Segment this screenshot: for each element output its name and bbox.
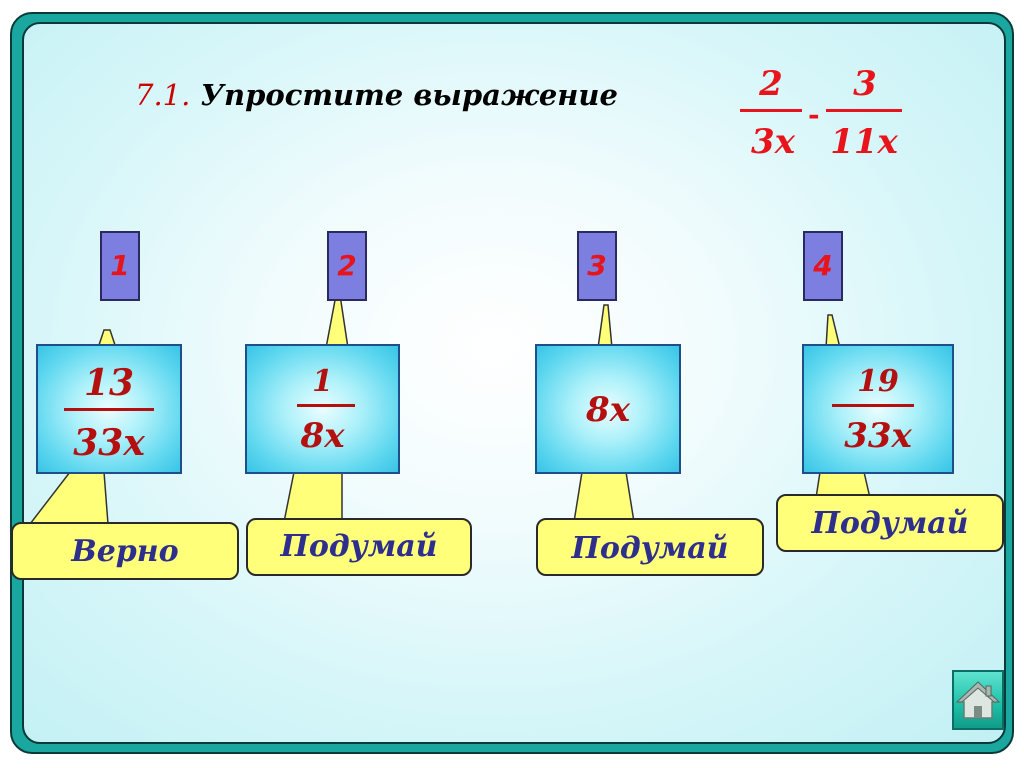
tail-1-bottom xyxy=(28,471,109,525)
frac1-line xyxy=(740,109,802,112)
frac2-denominator: 11x xyxy=(830,122,898,162)
answer-1-denominator: 33x xyxy=(73,422,145,464)
answer-box-3[interactable]: 8x xyxy=(535,344,681,474)
home-button[interactable] xyxy=(952,670,1004,730)
task-number: 7.1. xyxy=(135,78,191,112)
answer-box-2[interactable]: 1 8x xyxy=(245,344,400,474)
option-number-4[interactable]: 4 xyxy=(803,231,843,301)
frac2-line xyxy=(826,109,902,112)
answer-1-numerator: 13 xyxy=(83,362,135,404)
tail-2-top xyxy=(325,294,349,349)
answer-box-4[interactable]: 19 33x xyxy=(802,344,954,474)
task-text: Упростите выражение xyxy=(200,78,618,112)
minus-sign: - xyxy=(808,98,820,131)
answer-2-numerator: 1 xyxy=(312,364,333,399)
option-number-1[interactable]: 1 xyxy=(100,231,140,301)
frac2-numerator: 3 xyxy=(853,64,877,104)
answer-4-denominator: 33x xyxy=(844,416,912,456)
tail-3-bottom xyxy=(573,471,635,523)
answer-1-line xyxy=(64,408,154,411)
frac1-numerator: 2 xyxy=(759,64,783,104)
feedback-callout-1: Верно xyxy=(11,522,239,580)
answer-box-1[interactable]: 13 33x xyxy=(36,344,182,474)
frac1-denominator: 3x xyxy=(751,122,795,162)
answer-4-line xyxy=(832,404,914,407)
feedback-callout-4: Подумай xyxy=(776,494,1004,552)
tail-3-top xyxy=(597,304,613,349)
answer-2-denominator: 8x xyxy=(300,416,345,456)
feedback-callout-3: Подумай xyxy=(536,518,764,576)
tail-2-bottom xyxy=(283,471,343,523)
answer-4-numerator: 19 xyxy=(857,364,899,399)
answer-2-line xyxy=(297,404,355,407)
feedback-callout-2: Подумай xyxy=(246,518,472,576)
answer-3-value: 8x xyxy=(586,390,630,430)
option-number-3[interactable]: 3 xyxy=(577,231,617,301)
home-icon xyxy=(955,681,1001,719)
task-title: 7.1. Упростите выражение xyxy=(135,78,618,112)
option-number-2[interactable]: 2 xyxy=(327,231,367,301)
